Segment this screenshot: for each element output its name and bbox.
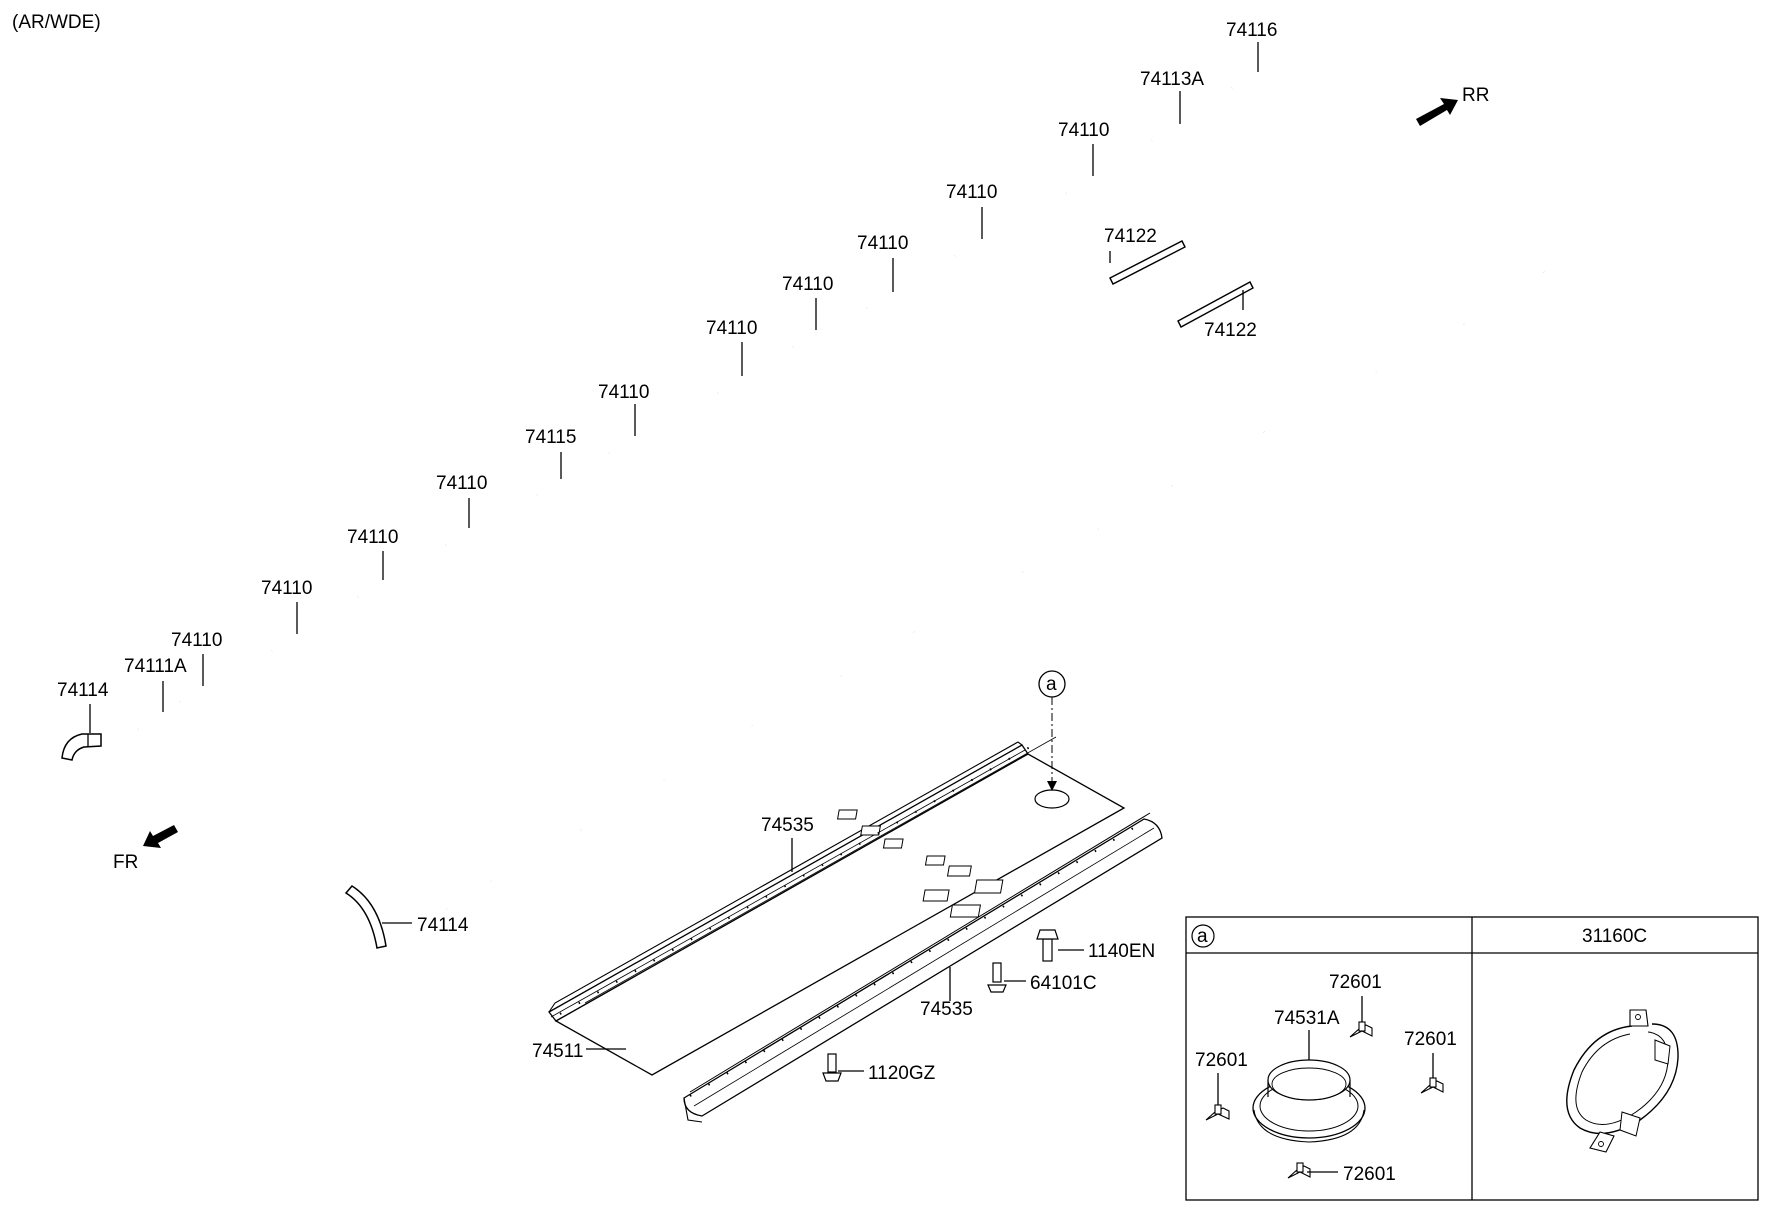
bow-74110-r7	[442, 526, 756, 727]
bow-74115	[533, 476, 845, 677]
label-74531A: 74531A	[1274, 1008, 1340, 1029]
bolt-1140EN	[1036, 929, 1059, 962]
bow-74110-r5	[714, 374, 1027, 573]
clip-72601-bottom	[1287, 1162, 1311, 1179]
rear-arrow-icon	[1416, 98, 1458, 126]
bow-74110-r8	[354, 578, 668, 781]
label-74110-r9: 74110	[261, 578, 312, 599]
bow-74110-r1	[1062, 174, 1380, 374]
label-74110-r5: 74110	[706, 318, 757, 339]
bow-74111A	[134, 710, 451, 910]
leader-lines	[89, 42, 1259, 1072]
label-74110-r10: 74110	[171, 630, 222, 651]
bow-74110-r2	[951, 237, 1268, 433]
callout-marker-label: a	[1046, 674, 1057, 695]
label-1120GZ: 1120GZ	[868, 1063, 936, 1084]
bow-74110-r4	[789, 328, 1102, 530]
label-74115: 74115	[525, 427, 576, 448]
bow-74116	[1228, 69, 1548, 273]
label-74535-lower: 74535	[920, 999, 973, 1020]
label-74110-r7: 74110	[436, 473, 487, 494]
label-72601-bottom: 72601	[1343, 1164, 1396, 1185]
clip-72601-right	[1420, 1077, 1444, 1094]
label-74110-r3: 74110	[857, 233, 908, 254]
label-74110-r8: 74110	[347, 527, 398, 548]
rear-direction-label: RR	[1462, 85, 1489, 106]
label-64101C: 64101C	[1030, 973, 1097, 994]
callout-marker-a: a	[1038, 670, 1066, 791]
label-74114-bottom: 74114	[417, 915, 469, 936]
floor-panel-assembly	[548, 736, 1163, 1123]
strip-74122-lower	[1177, 281, 1254, 328]
label-72601-top: 72601	[1329, 972, 1382, 993]
label-74535-upper: 74535	[761, 815, 814, 836]
variant-label: (AR/WDE)	[12, 12, 101, 33]
bow-74113A	[1148, 122, 1468, 325]
part-labels: 74116 74113A 74110 74110 74110 74110 741…	[57, 20, 1277, 1084]
label-74110-r6: 74110	[598, 382, 649, 403]
label-1140EN: 1140EN	[1088, 941, 1155, 962]
roof-bows	[134, 69, 1548, 910]
bow-74110-r10	[176, 683, 495, 882]
inset-right-header: 31160C	[1582, 926, 1647, 947]
label-74511: 74511	[532, 1041, 583, 1062]
label-72601-left: 72601	[1195, 1050, 1248, 1071]
bolt-64101C	[987, 962, 1007, 993]
bow-74110-r9	[268, 632, 585, 831]
corner-piece-74114-bottom	[344, 885, 387, 949]
strip-74122-upper	[1109, 240, 1186, 285]
label-74111A: 74111A	[124, 656, 187, 677]
inset-left-header: a	[1197, 926, 1208, 947]
label-74110-r1: 74110	[1058, 120, 1109, 141]
clamp-31160C	[1566, 1009, 1679, 1153]
bow-74110-r3	[863, 289, 1176, 487]
label-74122-lower: 74122	[1204, 320, 1257, 341]
label-74113A: 74113A	[1140, 69, 1204, 90]
label-74122-upper: 74122	[1104, 226, 1157, 247]
grommet-74531A	[1252, 1059, 1366, 1143]
label-74114-left: 74114	[57, 680, 109, 701]
front-arrow-icon	[143, 825, 178, 848]
corner-piece-74114-left	[61, 733, 102, 761]
label-74110-r2: 74110	[946, 182, 997, 203]
label-74116: 74116	[1226, 20, 1277, 41]
label-72601-right: 72601	[1404, 1029, 1457, 1050]
bow-74110-r6	[605, 434, 918, 633]
bolt-1120GZ	[822, 1053, 842, 1082]
detail-inset: a 31160C	[1185, 916, 1759, 1201]
label-74110-r4: 74110	[782, 274, 833, 295]
front-direction-label: FR	[113, 852, 138, 873]
